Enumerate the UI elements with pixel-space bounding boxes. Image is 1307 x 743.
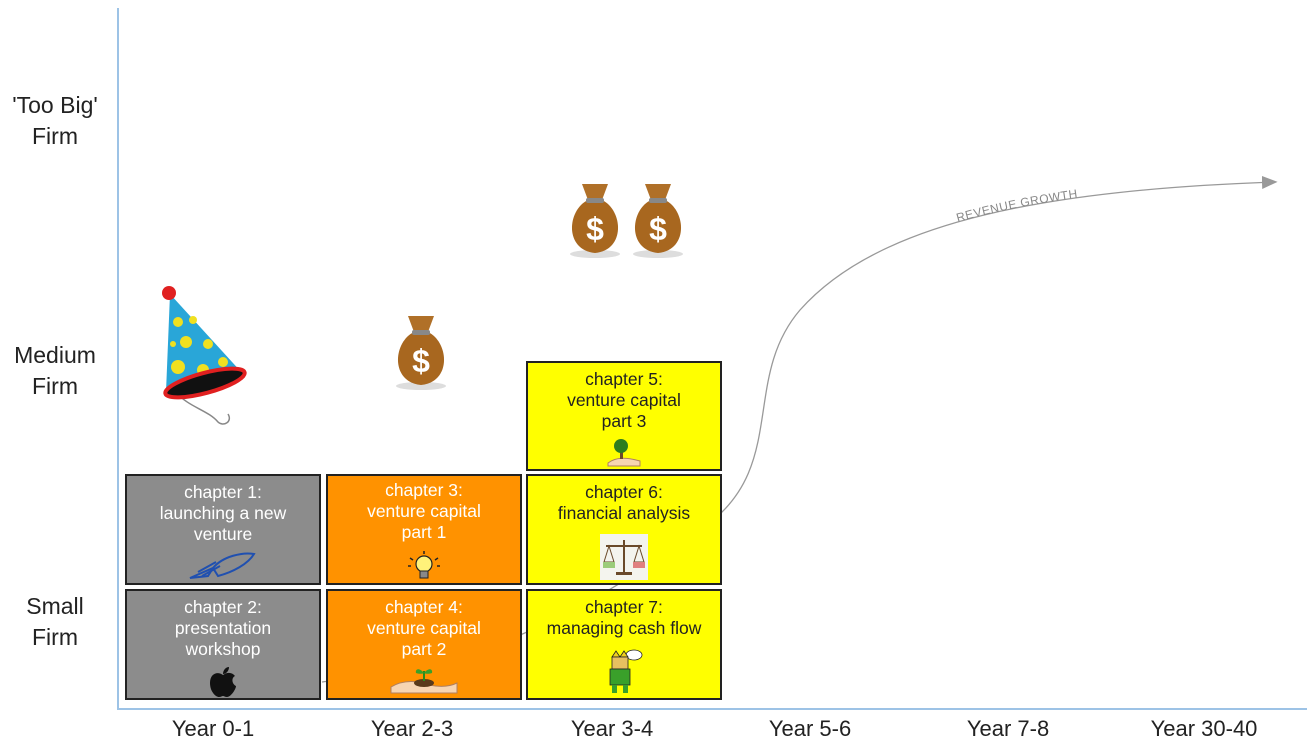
x-axis-line [117, 708, 1307, 710]
x-label-year-2-3: Year 2-3 [370, 716, 454, 741]
chapter-title: chapter 1: [184, 482, 262, 502]
chapter-subtitle: launching a new [159, 503, 287, 523]
chapter-subtitle: managing cash flow [546, 618, 702, 638]
svg-text:$: $ [412, 343, 430, 379]
curve-label: REVENUE GROWTH [955, 187, 1079, 225]
chapter-subtitle: part 2 [401, 639, 447, 659]
chapter-4-box[interactable]: chapter 4: venture capital part 2 [326, 589, 522, 700]
y-axis-line [117, 8, 119, 710]
svg-text:$: $ [586, 211, 604, 247]
money-bag-icon: $ [633, 184, 683, 258]
chapter-title: chapter 2: [184, 597, 262, 617]
money-bag-icon: $ [570, 184, 620, 258]
chapter-title: chapter 6: [585, 482, 663, 502]
chapter-5-box[interactable]: chapter 5: venture capital part 3 [526, 361, 722, 471]
seedling-hands-icon [390, 669, 458, 694]
y-label-line: Medium [14, 342, 96, 368]
chapter-6-box[interactable]: chapter 6: financial analysis [526, 474, 722, 585]
svg-text:$: $ [649, 211, 667, 247]
chapter-subtitle: venture [193, 524, 253, 544]
x-label-year-30-40: Year 30-40 [1150, 716, 1258, 741]
chapter-title: chapter 5: [585, 369, 663, 389]
curve-label-text: REVENUE GROWTH [955, 187, 1078, 225]
chapter-subtitle: presentation [174, 618, 272, 638]
chapter-subtitle: venture capital [367, 501, 481, 521]
y-label-line: 'Too Big' [12, 92, 98, 118]
y-label-line: Firm [32, 373, 78, 399]
rocket-icon [189, 552, 256, 579]
y-label-too-big-firm: 'Too Big' Firm [0, 90, 110, 152]
chapter-subtitle: venture capital [567, 390, 681, 410]
x-label-year-5-6: Year 5-6 [768, 716, 852, 741]
chapter-3-box[interactable]: chapter 3: venture capital part 1 [326, 474, 522, 585]
y-label-line: Firm [32, 123, 78, 149]
chapter-title: chapter 7: [585, 597, 663, 617]
chapter-subtitle: workshop [185, 639, 261, 659]
y-label-small-firm: Small Firm [0, 591, 110, 653]
apple-logo-icon [210, 667, 236, 697]
chapter-subtitle: venture capital [367, 618, 481, 638]
chapter-7-box[interactable]: chapter 7: managing cash flow [526, 589, 722, 700]
x-label-year-7-8: Year 7-8 [966, 716, 1050, 741]
money-character-icon [609, 649, 643, 693]
chapter-subtitle: financial analysis [557, 503, 691, 523]
tree-hand-icon [607, 439, 641, 467]
chapter-1-box[interactable]: chapter 1: launching a new venture [125, 474, 321, 585]
y-label-medium-firm: Medium Firm [0, 340, 110, 402]
money-bag-icon: $ [396, 316, 446, 390]
chapter-subtitle: part 1 [401, 522, 447, 542]
y-label-line: Small [26, 593, 84, 619]
chapter-title: chapter 3: [385, 480, 463, 500]
x-label-year-3-4: Year 3-4 [570, 716, 654, 741]
chapter-subtitle: part 3 [601, 411, 647, 431]
balance-scale-icon [600, 534, 648, 580]
x-label-year-0-1: Year 0-1 [171, 716, 255, 741]
y-label-line: Firm [32, 624, 78, 650]
chapter-2-box[interactable]: chapter 2: presentation workshop [125, 589, 321, 700]
chapter-title: chapter 4: [385, 597, 463, 617]
party-hat-icon [162, 286, 247, 425]
lightbulb-icon [408, 551, 440, 579]
